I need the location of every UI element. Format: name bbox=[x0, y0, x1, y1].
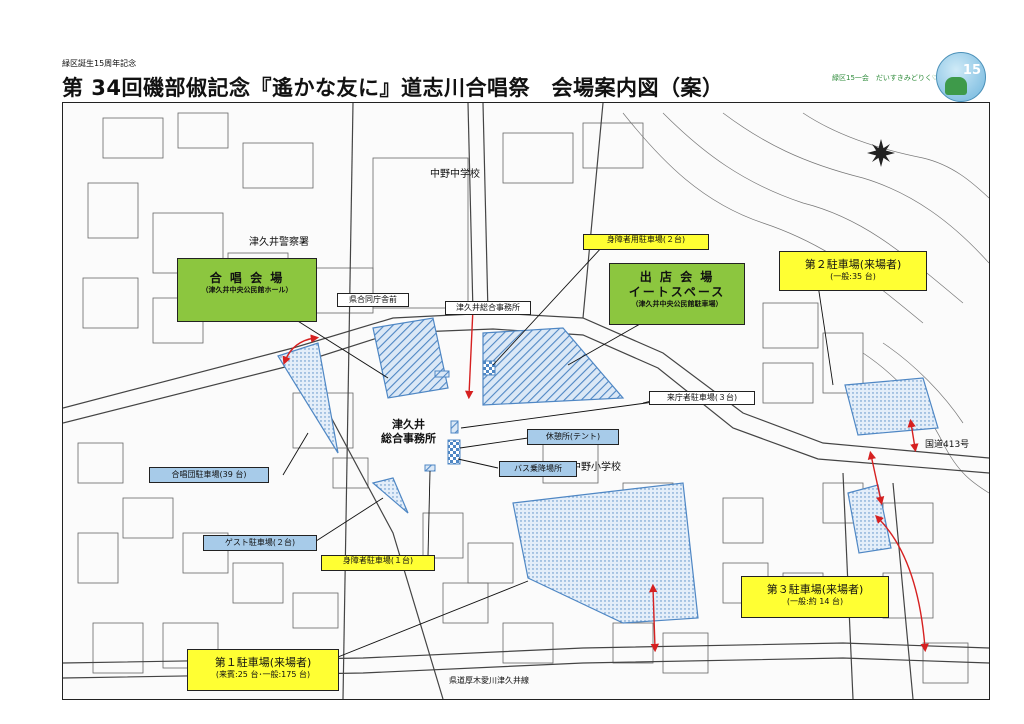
landmark-route413: 国道413号 bbox=[925, 440, 970, 450]
parking-2-title: 第２駐車場(来場者) bbox=[804, 258, 902, 271]
prefectural-front-label[interactable]: 県合同庁舎前 bbox=[337, 293, 409, 307]
guest-parking-area bbox=[371, 477, 409, 514]
shop-venue-label[interactable]: 出 店 会 場 イートスペース （津久井中央公民館駐車場） bbox=[609, 263, 745, 325]
chorus-venue-subtitle: （津久井中央公民館ホール） bbox=[201, 286, 293, 294]
parking-1-area bbox=[512, 482, 699, 624]
logo-number: 15 bbox=[962, 63, 981, 78]
mascot-icon bbox=[945, 77, 967, 95]
entry-arrows bbox=[282, 303, 929, 653]
visitor-parking-area bbox=[450, 420, 459, 434]
shop-venue-subtitle: （津久井中央公民館駐車場） bbox=[631, 300, 723, 308]
shop-venue-area bbox=[482, 327, 625, 406]
parking-3-area bbox=[847, 484, 892, 554]
shop-venue-title: 出 店 会 場 bbox=[639, 270, 715, 284]
guest-parking-label[interactable]: ゲスト駐車場(２台) bbox=[203, 535, 317, 551]
prefectural-front-stall bbox=[434, 370, 450, 378]
parking-1-title: 第１駐車場(来場者) bbox=[214, 656, 312, 669]
parking-3-label[interactable]: 第３駐車場(来場者) (一般:約 14 台) bbox=[741, 576, 889, 618]
roads bbox=[63, 103, 989, 699]
disabled-parking-2-area bbox=[482, 360, 496, 376]
landmark-office: 津久井 総合事務所 bbox=[381, 418, 436, 446]
parking-2-subtitle: (一般:35 台) bbox=[830, 271, 876, 281]
parking-3-subtitle: (一般:約 14 台) bbox=[786, 596, 844, 606]
shop-venue-title-2: イートスペース bbox=[628, 285, 726, 299]
rest-bus-area bbox=[447, 439, 461, 465]
parking-2-label[interactable]: 第２駐車場(来場者) (一般:35 台) bbox=[779, 251, 927, 291]
chorus-hall-area bbox=[372, 317, 449, 399]
logo-caption: 緑区15一会 だいすきみどりく♡ bbox=[832, 74, 939, 82]
chorus-venue-title: 合 唱 会 場 bbox=[209, 271, 285, 285]
parking-1-subtitle: (来賓:25 台･一般:175 台) bbox=[215, 669, 311, 679]
disabled-parking-1-label[interactable]: 身障者駐車場(１台) bbox=[321, 555, 435, 571]
chorus-parking-area bbox=[277, 342, 339, 454]
venue-map[interactable]: 中野中学校 津久井警察署 中野小学校 津久井 総合事務所 国道413号 県道厚木… bbox=[62, 102, 990, 700]
landmark-police: 津久井警察署 bbox=[249, 237, 309, 248]
page-title: 第 34回磯部俶記念『遙かな友に』道志川合唱祭 会場案内図（案） bbox=[62, 76, 724, 100]
disabled-parking-2-label[interactable]: 身障者用駐車場(２台) bbox=[583, 234, 709, 250]
landmark-junior-high: 中野中学校 bbox=[430, 169, 480, 180]
supertitle: 緑区誕生15周年記念 bbox=[62, 59, 137, 68]
disabled-parking-1-area bbox=[424, 464, 436, 472]
parking-1-label[interactable]: 第１駐車場(来場者) (来賓:25 台･一般:175 台) bbox=[187, 649, 339, 691]
bus-stop-label[interactable]: バス乗降場所 bbox=[499, 461, 577, 477]
rest-area-label[interactable]: 休憩所(テント) bbox=[527, 429, 619, 445]
map-canvas bbox=[63, 103, 989, 699]
parking-2-area bbox=[844, 377, 939, 436]
visitor-parking-label[interactable]: 来庁者駐車場(３台) bbox=[649, 391, 755, 405]
north-compass-icon bbox=[867, 139, 895, 167]
landmark-prefectural-road: 県道厚木愛川津久井線 bbox=[449, 676, 529, 685]
landmark-elementary: 中野小学校 bbox=[571, 462, 621, 473]
chorus-venue-label[interactable]: 合 唱 会 場 （津久井中央公民館ホール） bbox=[177, 258, 317, 322]
office-short-label[interactable]: 津久井総合事務所 bbox=[445, 301, 531, 315]
chorus-parking-label[interactable]: 合唱団駐車場(39 台) bbox=[149, 467, 269, 483]
parking-3-title: 第３駐車場(来場者) bbox=[766, 583, 864, 596]
anniversary-logo: 15 bbox=[936, 52, 986, 102]
leader-lines bbox=[282, 245, 834, 664]
